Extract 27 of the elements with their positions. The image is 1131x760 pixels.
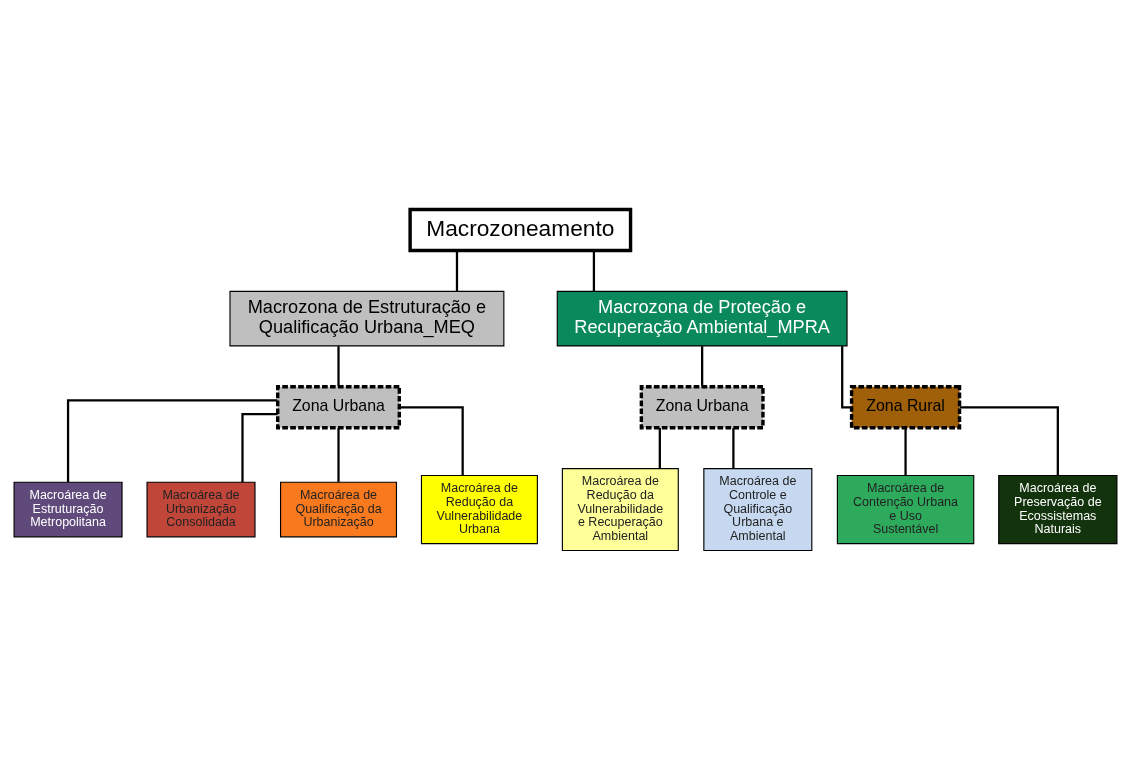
node-box: Macrozona de Proteção e Recuperação Ambiental_MPRA (556, 290, 848, 347)
node-box: Macroárea de Contenção Urbana e Uso Sustentável (836, 474, 975, 545)
connector (337, 346, 340, 387)
connector (66, 399, 278, 482)
connector (241, 412, 278, 482)
connector (592, 250, 596, 292)
node-box: Zona Rural (849, 385, 962, 430)
connector (701, 346, 704, 387)
connector (732, 427, 735, 469)
connector (904, 427, 907, 476)
node-box: Macroárea de Urbanização Consolidada (146, 481, 256, 538)
connector (399, 406, 464, 475)
node-box: Macrozona de Estruturação e Qualificação Urbana_MEQ (229, 290, 505, 347)
node-box: Macroárea de Redução da Vulnerabilidade e Recuperação Ambiental (561, 468, 679, 552)
node-box: Macroárea de Controle e Qualificação Urbana e Ambiental (703, 468, 813, 552)
node-box: Zona Urbana (276, 385, 401, 430)
connector (658, 427, 661, 469)
connector (959, 406, 1059, 475)
node-box: Macroárea de Redução da Vulnerabilidade Urbana (420, 474, 538, 545)
node-box: Macroárea de Preservação de Ecossistemas Naturais (998, 474, 1118, 545)
connector (337, 427, 340, 482)
node-box: Zona Urbana (639, 385, 765, 430)
node-box: Macrozoneamento (408, 207, 633, 253)
connector (841, 346, 852, 409)
node-box: Macroárea de Estruturação Metropolitana (13, 481, 123, 538)
connector (455, 250, 459, 292)
node-box: Macroárea de Qualificação da Urbanização (280, 481, 398, 538)
